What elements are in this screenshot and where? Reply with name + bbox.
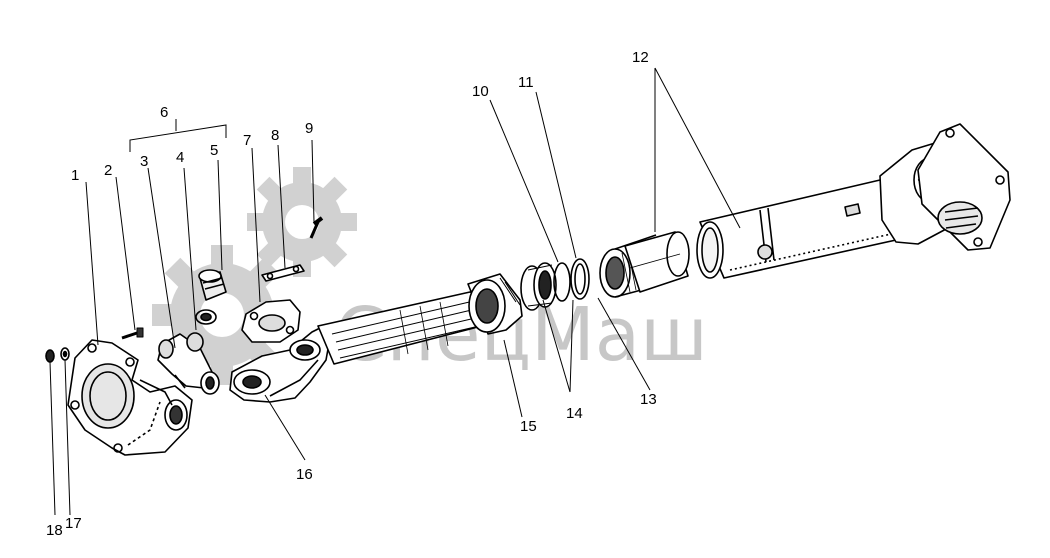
part-slip-yoke-16	[229, 325, 331, 403]
label-6: 6	[160, 104, 168, 121]
label-11: 11	[518, 74, 534, 91]
part-tube-sleeve-12	[624, 231, 690, 293]
label-2: 2	[104, 162, 112, 179]
part-seals-14	[520, 262, 557, 311]
label-9: 9	[305, 120, 313, 137]
part-bolt-9	[309, 216, 324, 239]
part-nut-18	[45, 349, 55, 363]
label-4: 4	[176, 149, 184, 166]
parts	[45, 123, 1011, 456]
part-ring-11	[570, 258, 590, 300]
part-washer-17	[60, 347, 70, 361]
label-17: 17	[65, 515, 82, 532]
label-8: 8	[271, 127, 279, 144]
label-1: 1	[71, 167, 79, 184]
label-16: 16	[296, 466, 313, 483]
label-5: 5	[210, 142, 218, 159]
part-bearing-cup-5	[198, 269, 227, 301]
part-spline-sleeve-13	[599, 234, 661, 298]
label-10: 10	[472, 83, 489, 100]
label-15: 15	[520, 418, 537, 435]
part-ring-10	[553, 262, 571, 302]
label-7: 7	[243, 132, 251, 149]
part-seal-4	[195, 309, 217, 325]
gear-icon	[247, 167, 357, 277]
part-locking-plate-8	[261, 264, 305, 282]
label-3: 3	[140, 153, 148, 170]
label-13: 13	[640, 391, 657, 408]
callout-labels: 1 2 3 4 5 6 7 8 9 10 11 12 13 14 15 16 1…	[46, 49, 657, 539]
part-cover-plate-7	[241, 299, 301, 343]
label-12: 12	[632, 49, 649, 66]
part-bolt-2	[121, 327, 144, 340]
part-tube-12	[696, 179, 906, 279]
part-spider-3	[157, 332, 220, 395]
part-dust-cap-15	[467, 273, 523, 335]
part-flange-yoke-1	[67, 339, 193, 456]
leader-lines	[49, 67, 741, 516]
part-end-flange	[917, 123, 1011, 251]
label-14: 14	[566, 405, 583, 422]
label-18: 18	[46, 522, 63, 539]
